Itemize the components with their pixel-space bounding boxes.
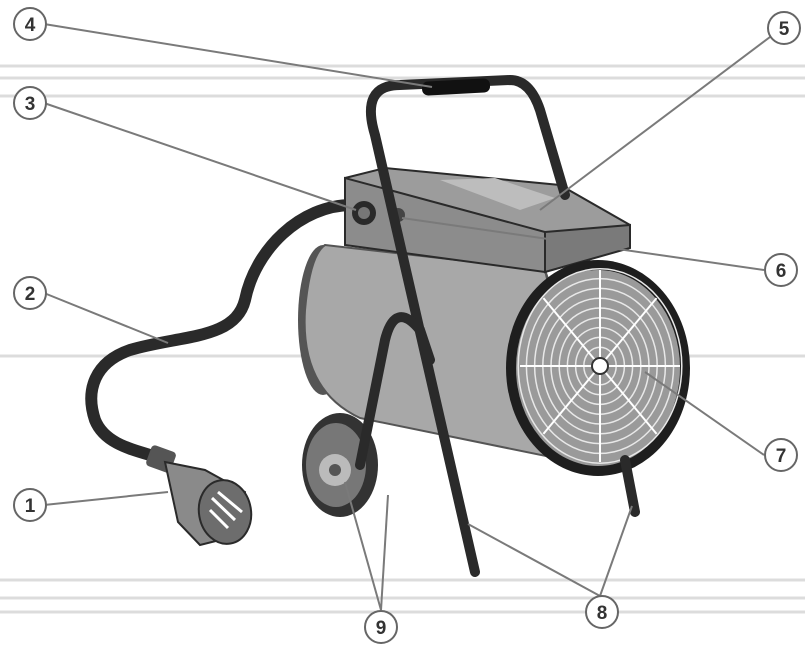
thermostat-knob (352, 201, 376, 225)
callout-leader-1 (44, 492, 168, 505)
fan-guard (506, 260, 690, 476)
callout-number: 8 (597, 603, 608, 624)
callout-leader-5 (540, 28, 782, 210)
callout-leader-2 (44, 293, 168, 343)
callout-2: 2 (14, 277, 46, 309)
callout-leader-3 (44, 103, 356, 210)
callout-8: 8 (586, 596, 618, 628)
callout-number: 1 (25, 496, 36, 517)
callout-number: 2 (25, 284, 36, 305)
callout-leader-8a (468, 524, 600, 596)
front-leg (625, 460, 635, 512)
callout-6: 6 (765, 254, 797, 286)
callout-1: 1 (14, 489, 46, 521)
callout-leader-9a (381, 495, 388, 610)
callout-4: 4 (14, 8, 46, 40)
plug (145, 444, 256, 548)
callout-9: 9 (365, 611, 397, 643)
callout-number: 5 (779, 19, 790, 40)
callout-3: 3 (14, 87, 46, 119)
callout-number: 3 (25, 94, 36, 115)
callout-number: 4 (25, 15, 36, 36)
callout-7: 7 (765, 439, 797, 471)
callout-number: 6 (776, 261, 787, 282)
callout-number: 9 (376, 618, 387, 639)
callout-number: 7 (776, 446, 787, 467)
callout-5: 5 (768, 12, 800, 44)
callout-leader-8b (600, 506, 632, 596)
